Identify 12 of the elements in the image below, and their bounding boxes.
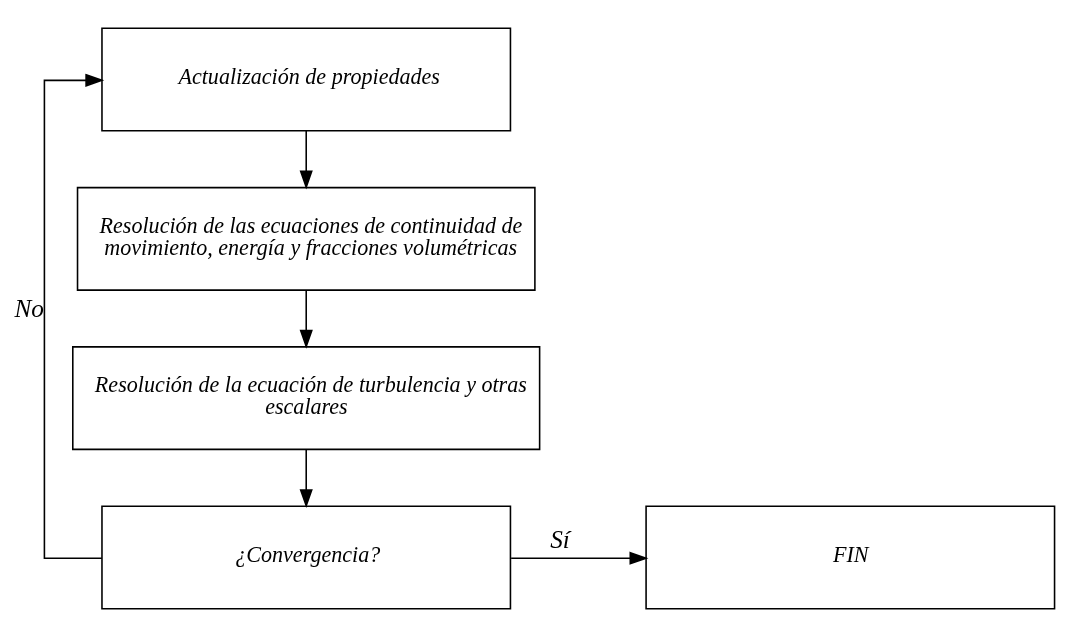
arrow	[299, 448, 313, 509]
node-box: Actualización de propiedades	[101, 27, 512, 132]
edge-label: No	[14, 295, 44, 323]
arrow	[43, 73, 105, 559]
node-box: ¿Convergencia?	[101, 505, 512, 610]
edge-label: Sí	[550, 526, 570, 554]
arrow	[510, 551, 649, 565]
node-box: Resolución de las ecuaciones de continuidad de movimiento, energía y fracciones volumétricas	[76, 186, 536, 291]
arrow	[299, 130, 313, 190]
arrow	[299, 289, 313, 349]
node-box: Resolución de la ecuación de turbulencia y otras escalares	[72, 346, 541, 451]
node-box: FIN	[645, 505, 1056, 610]
